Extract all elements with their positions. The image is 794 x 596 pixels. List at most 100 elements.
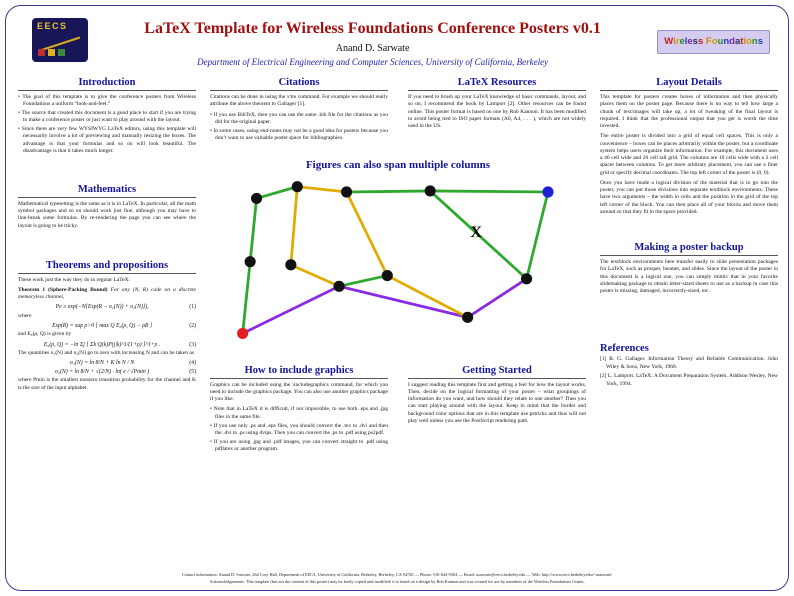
spacer [600, 230, 778, 242]
poster-department: Department of Electrical Engineering and… [197, 57, 549, 67]
poster-title: LaTeX Template for Wireless Foundations … [144, 20, 601, 37]
list-item: If you use BibTeX, then you can use the … [210, 112, 388, 127]
theorems-intro: These work just the way they do in regul… [18, 276, 131, 283]
graph-edge-green [241, 261, 252, 334]
logo-letter: W [664, 36, 674, 47]
logo-letter: t [740, 36, 744, 47]
column-left: Introduction The goal of this template i… [18, 77, 196, 466]
graph-node-black [462, 311, 474, 323]
list-item: Since there are very few WYSIWYG LaTeX e… [18, 126, 196, 155]
equation-2: Esp(R) = sup ρ>0 [ max Q E₀(ρ, Q) − ρR ]… [18, 323, 196, 329]
layout-details-paragraphs: This template for posters creates boxes … [600, 94, 778, 216]
poster-body: Introduction The goal of this template i… [18, 77, 778, 466]
graph-node-black [333, 280, 345, 292]
divider [18, 196, 196, 198]
equation-3-number: (3) [189, 341, 196, 348]
citations-bullets: If you use BibTeX, then you can use the … [210, 112, 388, 143]
list-item: The goal of this template is to give the… [18, 94, 196, 109]
graph-node-black [291, 180, 303, 192]
graph-edge-green [346, 189, 431, 194]
graph-node-black [381, 269, 393, 281]
logo-letter: o [746, 36, 752, 47]
box-theorems: Theorems and propositions These work jus… [18, 260, 196, 395]
graph-edge-purple [338, 284, 468, 319]
box-introduction-title: Introduction [78, 77, 136, 88]
logo-letter: F [705, 36, 712, 47]
box-graphics-title: How to include graphics [244, 364, 354, 376]
logo-letter: n [751, 36, 758, 47]
eecs-logo: EECS [32, 18, 88, 62]
graph-edge-purple [466, 277, 528, 319]
divider [210, 90, 388, 91]
middle-top-row: Citations Citations can be done in using… [210, 77, 586, 155]
graph-node-black [341, 186, 353, 198]
graph-node-black [521, 272, 533, 285]
poster-header: EECS LaTeX Template for Wireless Foundat… [18, 18, 776, 67]
divider [408, 90, 586, 91]
logo-letter: a [734, 36, 741, 47]
graph-edge-yellow [345, 191, 389, 276]
figure-caption: Figures can also span multiple columns [305, 158, 491, 171]
graph-edge-yellow [386, 274, 469, 319]
graph-edge-yellow [289, 186, 299, 265]
figure-graph: X [237, 180, 554, 339]
logo-letter: s [757, 36, 763, 47]
graph-node-black [244, 255, 256, 267]
theorems-where: where [18, 312, 32, 319]
list-item: The source that created this document is… [18, 110, 196, 125]
figure-container: X [210, 177, 586, 357]
divider [210, 377, 388, 379]
poster-footer: Contact information: Anand D. Sarwate, 2… [16, 572, 778, 585]
equation-1-number: (1) [189, 304, 196, 311]
column-middle: Citations Citations can be done in using… [210, 77, 586, 466]
list-item: The entire poster is divided into a grid… [600, 133, 778, 176]
box-references: References [1] R. G. Gallager. Informati… [600, 343, 778, 390]
spacer [600, 309, 778, 343]
logo-letter: e [679, 36, 685, 47]
header-center: LaTeX Template for Wireless Foundations … [88, 18, 657, 67]
list-item: [2] L. Lamport. LaTeX: A Document Prepar… [600, 373, 778, 387]
box-citations: Citations Citations can be done in using… [210, 77, 388, 144]
divider [18, 90, 196, 91]
middle-bottom-row: How to include graphics Graphics can be … [210, 365, 586, 466]
list-item: In some cases, using end-notes may not b… [210, 128, 388, 143]
introduction-bullets: The goal of this template is to give the… [18, 94, 196, 155]
latex-resources-text: If you need to brush up your LaTeX knowl… [408, 94, 586, 129]
graph-node-red [237, 327, 249, 339]
logo-letter: i [743, 36, 747, 47]
graph-edge-yellow [297, 184, 347, 194]
divider [600, 90, 778, 91]
box-latex-resources: LaTeX Resources If you need to brush up … [408, 77, 586, 144]
list-item: If you use only .ps and .eps files, you … [210, 423, 388, 438]
poster-border: EECS LaTeX Template for Wireless Foundat… [5, 5, 789, 591]
graph-node-black [424, 185, 436, 197]
equation-1-body: Pe ≥ exp(−N{Esp(R − o₁(N)) + o₂(N)}), [55, 304, 149, 311]
logo-letter: d [729, 36, 735, 47]
graph-node-blue [542, 186, 554, 198]
box-introduction: Introduction The goal of this template i… [18, 77, 196, 157]
x-marker: X [470, 224, 482, 241]
logo-letter: n [723, 36, 730, 47]
box-citations-title: Citations [278, 77, 320, 88]
graph-edge-green [256, 184, 298, 200]
eecs-logo-square-red [38, 49, 45, 56]
equation-4-number: (4) [189, 360, 196, 367]
logo-letter: o [711, 36, 718, 47]
graph-edge-green [429, 189, 528, 280]
eecs-logo-square-gold [48, 49, 55, 56]
references-list: [1] R. G. Gallager. Information Theory a… [600, 356, 778, 388]
graph-edge-green [430, 189, 549, 194]
column-right: Layout Details This template for posters… [600, 77, 778, 466]
footer-contact-line: Contact information: Anand D. Sarwate, 2… [181, 572, 613, 578]
graph-edge-purple [242, 284, 340, 335]
divider [600, 255, 778, 256]
equation-4: o₁(N) = ln 8/N + K ln N / N (4) [18, 360, 196, 366]
spacer [18, 168, 196, 184]
graphics-intro: Graphics can be included using the \incl… [210, 381, 388, 403]
theorem-statement: Theorem 1 (Sphere-Packing Bound) For any… [18, 287, 196, 302]
logo-letter: u [717, 36, 724, 47]
box-theorems-title: Theorems and propositions [45, 259, 169, 271]
theorems-outro: where Pmin is the smallest nonzero trans… [18, 377, 196, 391]
equation-1: Pe ≥ exp(−N{Esp(R − o₁(N)) + o₂(N)}), (1… [18, 304, 196, 310]
